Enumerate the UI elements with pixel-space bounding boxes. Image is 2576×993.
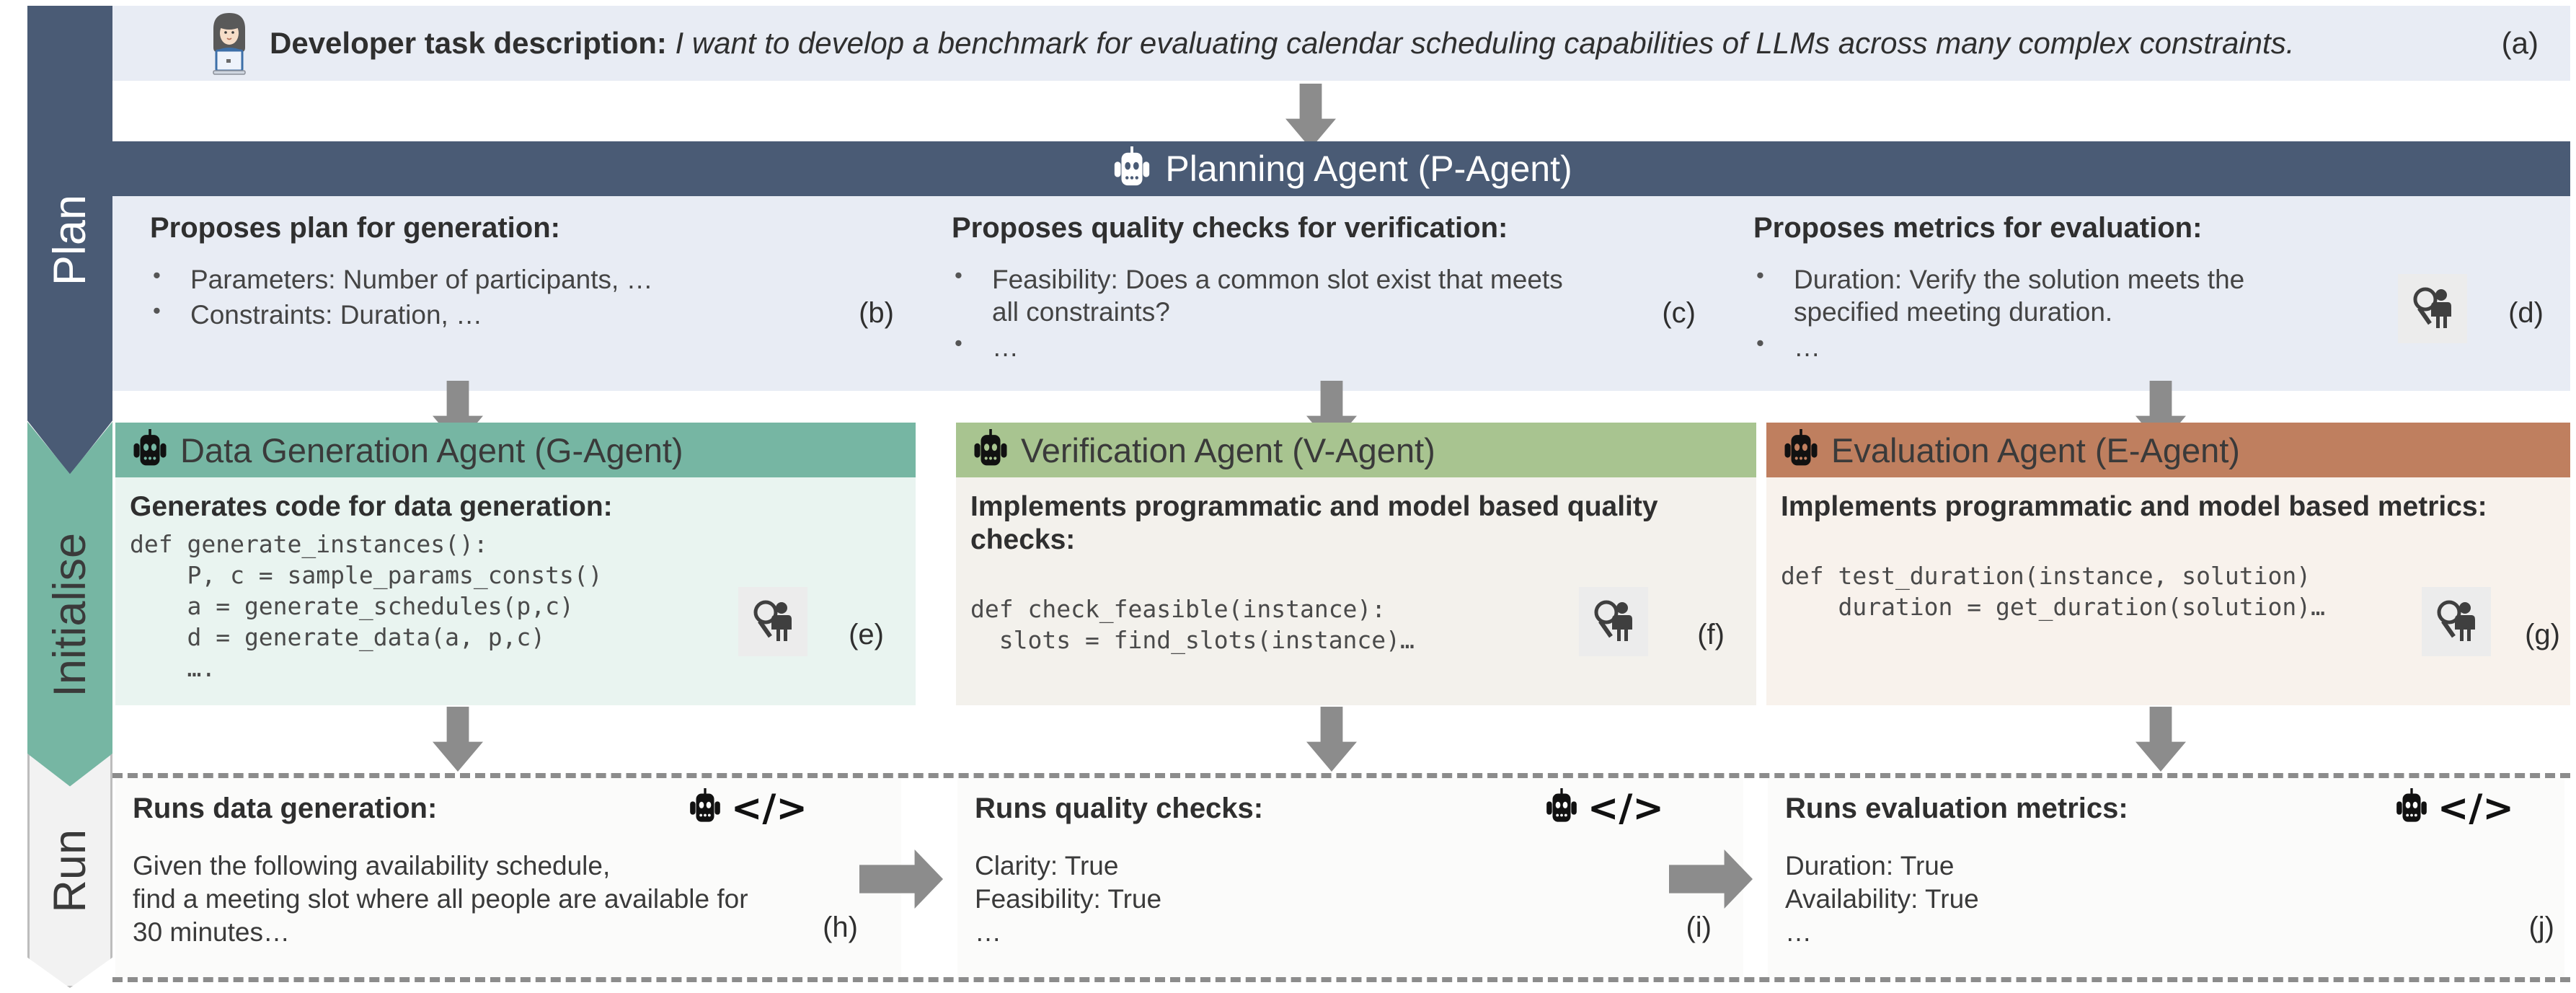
developer-avatar-icon <box>199 10 260 76</box>
task-description: I want to develop a benchmark for evalua… <box>675 26 2295 60</box>
phase-plan-label: Plan <box>44 194 95 286</box>
planning-agent-header: Planning Agent (P-Agent) <box>112 141 2570 196</box>
list-item: Constraints: Duration, … <box>137 297 937 331</box>
list-item: Parameters: Number of participants, … <box>137 262 937 296</box>
phase-run-label: Run <box>44 829 95 913</box>
plan-body: Proposes plan for generation: Parameters… <box>112 196 2570 391</box>
run-icons-quality-checks: </> <box>1543 788 1664 828</box>
task-label: Developer task description: <box>270 26 667 60</box>
robot-icon <box>1781 428 1821 472</box>
run-band-outline <box>112 773 2570 982</box>
panel-tag-f: (f) <box>1697 619 1725 650</box>
v-agent-heading: Implements programmatic and model based … <box>970 491 1658 556</box>
code-brackets-icon: </> <box>2437 786 2514 830</box>
developer-task-bar: Developer task description: I want to de… <box>112 6 2570 81</box>
human-in-the-loop-icon <box>2422 587 2491 656</box>
run-card-quality-checks: Runs quality checks: Clarity: True Feasi… <box>957 778 1743 977</box>
plan-bullets-verification: Feasibility: Does a common slot exist th… <box>939 262 1588 363</box>
robot-icon <box>130 428 170 472</box>
robot-icon <box>686 788 724 828</box>
arrow-g-agent-to-run <box>433 707 483 772</box>
g-agent-heading: Generates code for data generation: <box>130 491 613 522</box>
panel-tag-h: (h) <box>823 912 858 943</box>
list-item: Feasibility: Does a common slot exist th… <box>939 262 1588 328</box>
planning-agent-title: Planning Agent (P-Agent) <box>1165 149 1572 189</box>
e-agent-header: Evaluation Agent (E-Agent) <box>1766 423 2570 477</box>
phase-rail: Plan Initialise Run <box>27 6 112 988</box>
panel-tag-d: (d) <box>2508 297 2544 329</box>
robot-icon <box>2393 788 2430 828</box>
panel-tag-g: (g) <box>2525 619 2560 650</box>
arrow-v-agent-to-run <box>1306 707 1357 772</box>
v-agent-body: Implements programmatic and model based … <box>956 477 1756 705</box>
developer-task-text: Developer task description: I want to de… <box>270 26 2294 61</box>
agent-card-g: Data Generation Agent (G-Agent) Generate… <box>115 423 916 705</box>
run-heading-data-generation: Runs data generation: <box>133 793 438 824</box>
e-agent-body: Implements programmatic and model based … <box>1766 477 2570 705</box>
panel-tag-i: (i) <box>1686 912 1712 943</box>
human-in-the-loop-icon <box>2398 274 2467 343</box>
g-agent-header: Data Generation Agent (G-Agent) <box>115 423 916 477</box>
agent-card-v: Verification Agent (V-Agent) Implements … <box>956 423 1756 705</box>
panel-tag-c: (c) <box>1662 297 1696 329</box>
panel-tag-b: (b) <box>859 297 894 329</box>
run-body-data-generation: Given the following availability schedul… <box>133 851 748 947</box>
plan-heading-evaluation: Proposes metrics for evaluation: <box>1753 212 2203 244</box>
run-body-evaluation-metrics: Duration: True Availability: True … <box>1785 851 1979 947</box>
plan-heading-verification: Proposes quality checks for verification… <box>952 212 1508 244</box>
g-agent-title: Data Generation Agent (G-Agent) <box>180 431 683 469</box>
run-body-quality-checks: Clarity: True Feasibility: True … <box>975 851 1162 947</box>
run-icons-data-generation: </> <box>686 788 807 828</box>
panel-tag-e: (e) <box>849 619 884 650</box>
human-in-the-loop-icon <box>1579 587 1648 656</box>
v-agent-code: def check_feasible(instance): slots = fi… <box>970 595 1415 654</box>
phase-initialise-label: Initialise <box>44 532 95 697</box>
robot-icon <box>970 428 1011 472</box>
run-heading-evaluation-metrics: Runs evaluation metrics: <box>1785 793 2128 824</box>
e-agent-heading: Implements programmatic and model based … <box>1781 491 2487 522</box>
phase-run: Run <box>27 754 112 988</box>
list-item: Duration: Verify the solution meets the … <box>1740 262 2317 328</box>
e-agent-title: Evaluation Agent (E-Agent) <box>1831 431 2240 469</box>
phase-initialise: Initialise <box>27 422 112 808</box>
run-heading-quality-checks: Runs quality checks: <box>975 793 1264 824</box>
plan-column-generation: Proposes plan for generation: Parameters… <box>137 196 937 391</box>
run-icons-evaluation-metrics: </> <box>2393 788 2514 828</box>
code-brackets-icon: </> <box>730 786 807 830</box>
arrow-e-agent-to-run <box>2135 707 2186 772</box>
plan-bullets-evaluation: Duration: Verify the solution meets the … <box>1740 262 2317 363</box>
panel-tag-j: (j) <box>2528 912 2554 943</box>
plan-column-evaluation: Proposes metrics for evaluation: Duratio… <box>1740 196 2562 391</box>
run-card-evaluation-metrics: Runs evaluation metrics: Duration: True … <box>1768 778 2564 977</box>
arrow-task-to-planning-agent <box>1285 84 1336 149</box>
panel-tag-a: (a) <box>2501 26 2539 60</box>
e-agent-code: def test_duration(instance, solution) du… <box>1781 562 2325 621</box>
phase-plan: Plan <box>27 6 112 475</box>
agent-card-e: Evaluation Agent (E-Agent) Implements pr… <box>1766 423 2570 705</box>
plan-column-verification: Proposes quality checks for verification… <box>939 196 1739 391</box>
code-brackets-icon: </> <box>1587 786 1664 830</box>
list-item: … <box>1740 330 2317 363</box>
list-item: … <box>939 330 1588 363</box>
g-agent-code: def generate_instances(): P, c = sample_… <box>130 530 603 682</box>
run-card-data-generation: Runs data generation: Given the followin… <box>115 778 901 977</box>
plan-heading-generation: Proposes plan for generation: <box>150 212 560 244</box>
robot-icon <box>1110 146 1154 192</box>
v-agent-header: Verification Agent (V-Agent) <box>956 423 1756 477</box>
plan-bullets-generation: Parameters: Number of participants, … Co… <box>137 262 937 331</box>
robot-icon <box>1543 788 1580 828</box>
v-agent-title: Verification Agent (V-Agent) <box>1021 431 1435 469</box>
human-in-the-loop-icon <box>738 587 807 656</box>
g-agent-body: Generates code for data generation: def … <box>115 477 916 705</box>
